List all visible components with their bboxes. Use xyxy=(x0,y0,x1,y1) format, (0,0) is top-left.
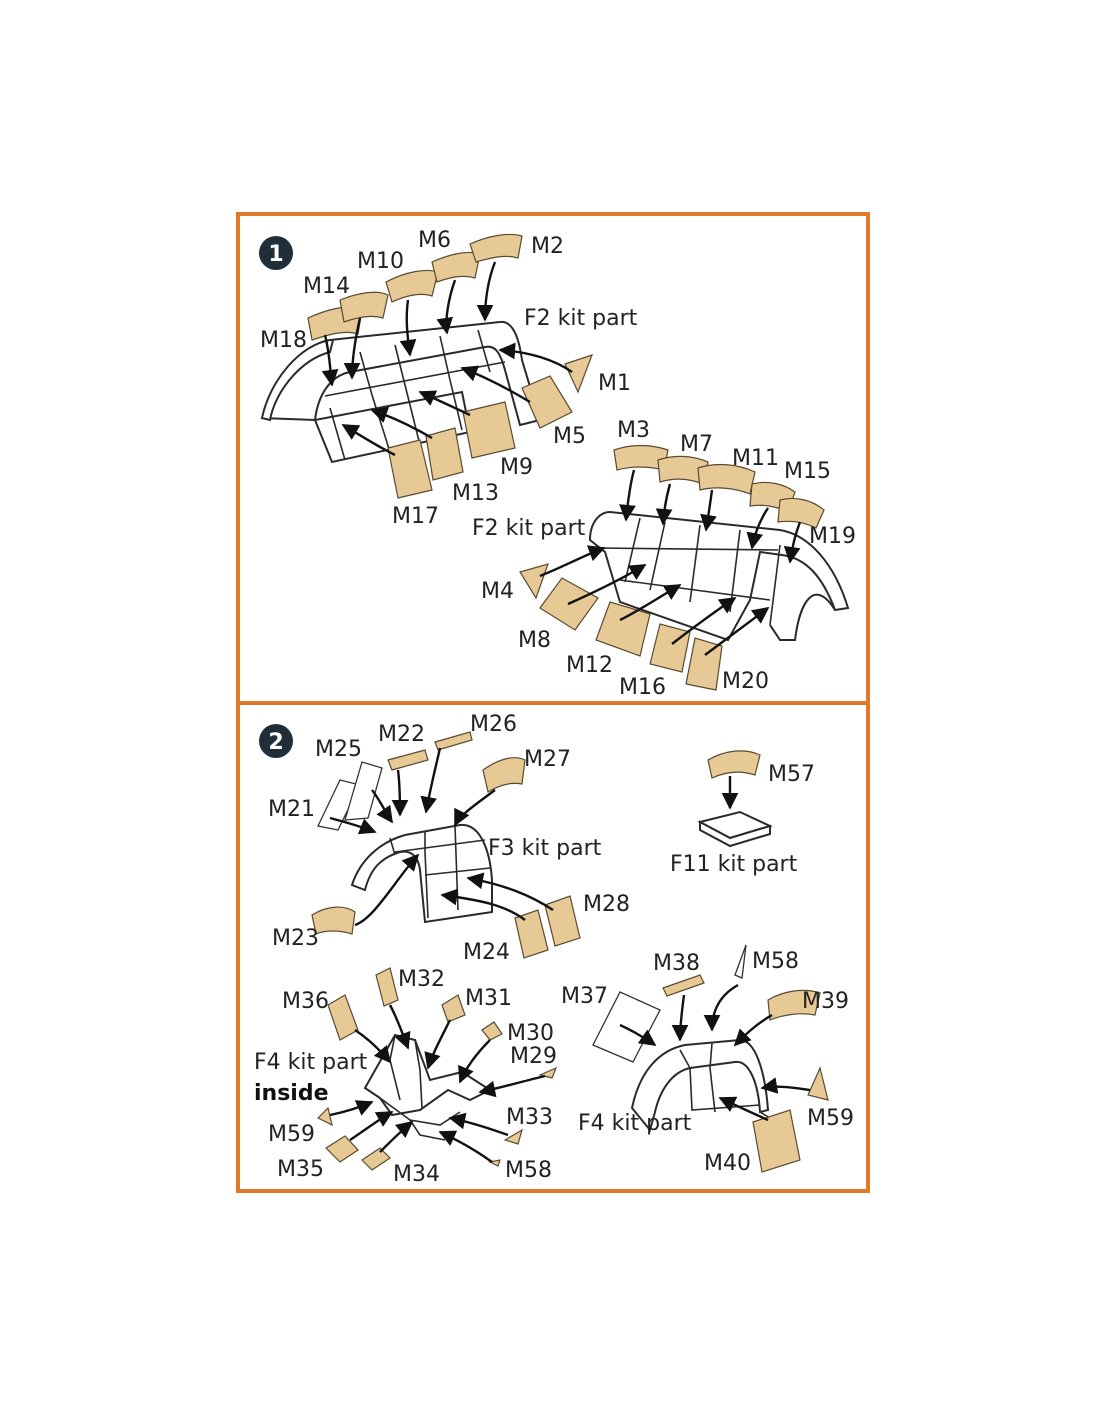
label-m58-right: M58 xyxy=(752,949,799,974)
mask-m38 xyxy=(662,974,705,997)
mask-m4 xyxy=(519,563,549,600)
label-m37: M37 xyxy=(561,984,608,1009)
label-m58-left: M58 xyxy=(505,1158,552,1183)
mask-m5 xyxy=(521,375,573,429)
mask-m23 xyxy=(311,906,356,935)
mask-m16 xyxy=(649,623,691,673)
mask-m1 xyxy=(564,354,594,394)
label-m24: M24 xyxy=(463,940,510,965)
mask-m31 xyxy=(441,994,466,1023)
label-f4-kit-part: F4 kit part xyxy=(578,1111,692,1136)
label-m20: M20 xyxy=(722,669,769,694)
f11-part xyxy=(697,810,773,848)
mask-m33 xyxy=(503,1128,523,1145)
mask-m40 xyxy=(752,1109,801,1173)
label-m33: M33 xyxy=(506,1105,553,1130)
label-m18: M18 xyxy=(260,328,307,353)
label-f11-kit-part: F11 kit part xyxy=(670,852,798,877)
label-f4-kit-part-inside: F4 kit part xyxy=(254,1050,368,1075)
mask-m19 xyxy=(777,497,825,529)
label-m31: M31 xyxy=(465,986,512,1011)
mask-m12 xyxy=(595,601,651,657)
step2-panel xyxy=(236,701,870,1193)
label-m26: M26 xyxy=(470,712,517,737)
f2-canopy-frame-right xyxy=(588,510,850,642)
step2-number: 2 xyxy=(268,730,283,755)
mask-m17 xyxy=(387,439,433,499)
label-m28: M28 xyxy=(583,892,630,917)
mask-m28 xyxy=(544,895,581,947)
mask-m32 xyxy=(375,967,399,1007)
label-m39: M39 xyxy=(802,989,849,1014)
mask-m24 xyxy=(514,909,549,959)
label-m10: M10 xyxy=(357,249,404,274)
label-m34: M34 xyxy=(393,1162,440,1187)
label-m14: M14 xyxy=(303,274,350,299)
label-m27: M27 xyxy=(524,747,571,772)
label-m59-left: M59 xyxy=(268,1122,315,1147)
label-m13: M13 xyxy=(452,481,499,506)
label-m36: M36 xyxy=(282,989,329,1014)
label-m35: M35 xyxy=(277,1157,324,1182)
label-m15: M15 xyxy=(784,459,831,484)
label-m7: M7 xyxy=(680,432,713,457)
mask-m58a xyxy=(488,1159,501,1167)
label-m11: M11 xyxy=(732,446,779,471)
label-m8: M8 xyxy=(518,628,551,653)
label-m1: M1 xyxy=(598,371,631,396)
mask-m20 xyxy=(685,637,723,691)
mask-m11 xyxy=(697,463,756,495)
label-m2: M2 xyxy=(531,234,564,259)
mask-m35 xyxy=(325,1135,359,1163)
label-m5: M5 xyxy=(553,424,586,449)
mask-m13 xyxy=(425,427,464,481)
label-m4: M4 xyxy=(481,579,514,604)
mask-m22 xyxy=(387,749,429,771)
mask-m10 xyxy=(385,269,439,303)
mask-m6 xyxy=(431,251,481,283)
label-m12: M12 xyxy=(566,653,613,678)
clear-m58b xyxy=(734,944,747,979)
label-m16: M16 xyxy=(619,675,666,700)
f3-canopy-frame xyxy=(350,823,493,924)
mask-m14 xyxy=(339,291,389,323)
label-m3: M3 xyxy=(617,418,650,443)
mask-m34 xyxy=(361,1147,391,1171)
label-m59-right: M59 xyxy=(807,1106,854,1131)
mask-m9 xyxy=(462,401,516,459)
mask-m36 xyxy=(327,994,359,1041)
mask-m27 xyxy=(482,757,526,793)
label-m19: M19 xyxy=(809,524,856,549)
label-m17: M17 xyxy=(392,504,439,529)
mask-m2 xyxy=(469,233,523,263)
label-m29: M29 xyxy=(510,1044,557,1069)
step2-badge: 2 xyxy=(259,724,293,758)
step1-badge: 1 xyxy=(259,236,293,270)
label-m38: M38 xyxy=(653,951,700,976)
mask-m30 xyxy=(481,1021,503,1041)
mask-m59a xyxy=(316,1106,333,1127)
label-m22: M22 xyxy=(378,722,425,747)
mask-m59b xyxy=(807,1066,829,1101)
label-f2-kit-part-a: F2 kit part xyxy=(524,306,638,331)
label-inside: inside xyxy=(254,1081,329,1106)
label-m6: M6 xyxy=(418,228,451,253)
mask-m26 xyxy=(434,731,473,751)
step1-number: 1 xyxy=(268,242,283,267)
label-m21: M21 xyxy=(268,797,315,822)
mask-m39 xyxy=(767,989,821,1021)
label-m25: M25 xyxy=(315,737,362,762)
label-m30: M30 xyxy=(507,1021,554,1046)
label-m9: M9 xyxy=(500,455,533,480)
label-f2-kit-part-b: F2 kit part xyxy=(472,516,586,541)
label-m23: M23 xyxy=(272,926,319,951)
label-m57: M57 xyxy=(768,762,815,787)
label-m40: M40 xyxy=(704,1151,751,1176)
mask-m57 xyxy=(707,750,761,779)
label-f3-kit-part: F3 kit part xyxy=(488,836,602,861)
label-m32: M32 xyxy=(398,967,445,992)
